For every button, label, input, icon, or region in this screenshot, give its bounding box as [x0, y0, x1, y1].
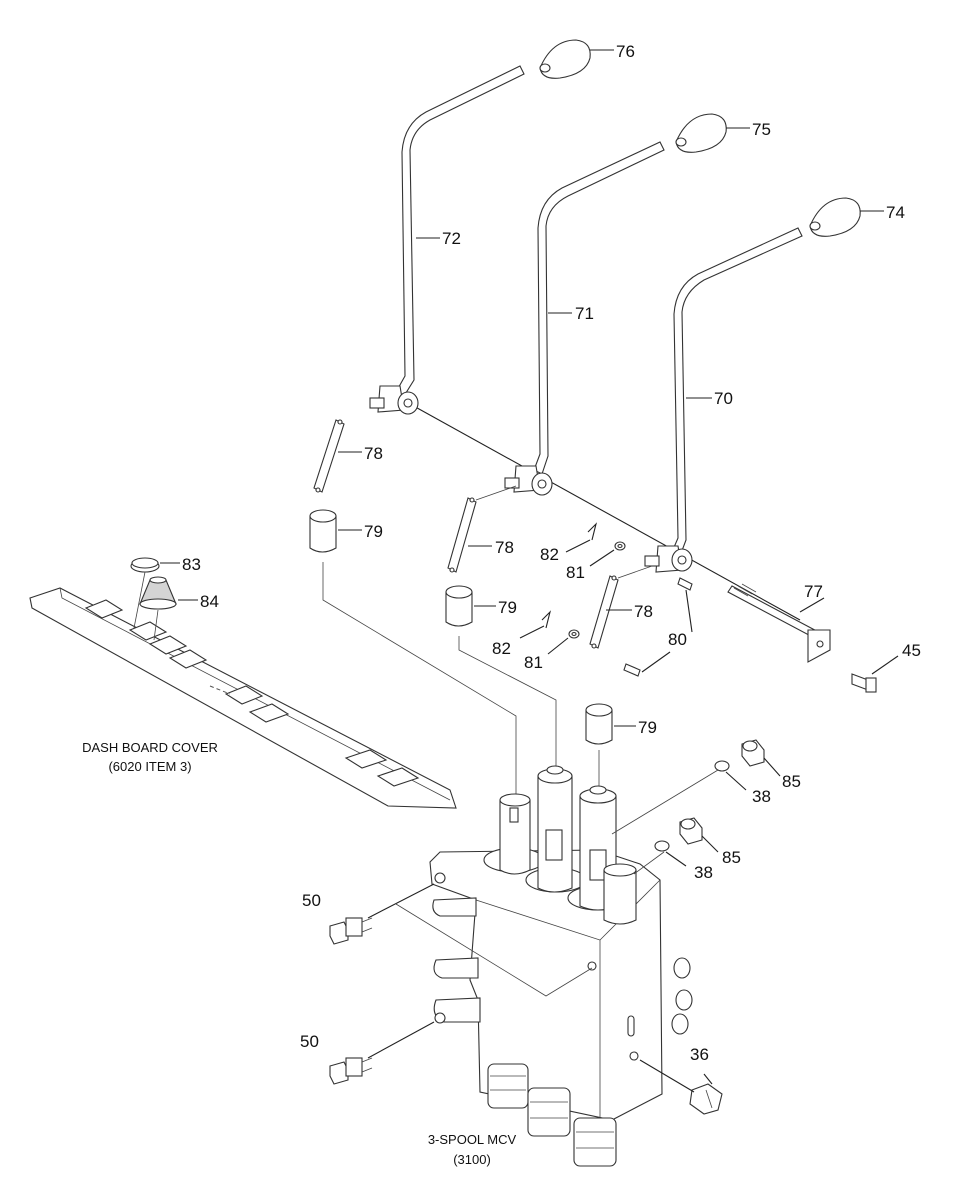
dashboard-caption-ref: (6020 ITEM 3) [108, 759, 191, 774]
callout-70: 70 [714, 389, 733, 408]
o-ring-38-a [714, 760, 747, 791]
callout-81-a: 81 [566, 563, 585, 582]
link-78-a [313, 419, 362, 493]
callout-38-b: 38 [694, 863, 713, 882]
callout-79-a: 79 [364, 522, 383, 541]
washer-81-b [547, 629, 580, 655]
spacer-79-b [445, 585, 557, 770]
o-ring-38-b [654, 840, 687, 867]
lever-hub-3 [644, 545, 693, 573]
bolt-50-b [329, 1021, 435, 1085]
plug-85-b [679, 817, 719, 853]
plug-85-a [741, 739, 781, 777]
pin-80 [623, 577, 693, 677]
callout-85-b: 85 [722, 848, 741, 867]
knob-75 [675, 113, 750, 153]
pin-82-a [565, 522, 598, 553]
bolt-50-a [329, 883, 593, 997]
callout-50-a: 50 [302, 891, 321, 910]
knob-76 [539, 39, 614, 79]
callout-71: 71 [575, 304, 594, 323]
callout-50-b: 50 [300, 1032, 319, 1051]
link-78-c [589, 565, 653, 649]
callout-38-a: 38 [752, 787, 771, 806]
link-78-b [447, 485, 517, 573]
mcv-valve-body [429, 849, 693, 1167]
callout-72: 72 [442, 229, 461, 248]
mcv-guide-line [611, 769, 719, 835]
pivot-axis-line [409, 403, 801, 621]
grommet-84 [139, 576, 198, 641]
callout-81-b: 81 [524, 653, 543, 672]
callout-82-b: 82 [492, 639, 511, 658]
callout-45: 45 [902, 641, 921, 660]
callout-78-b: 78 [495, 538, 514, 557]
dashboard-cover [29, 587, 457, 809]
shaft-77 [727, 583, 831, 663]
spacer-79-c [585, 703, 636, 792]
callout-75: 75 [752, 120, 771, 139]
bolt-45 [851, 655, 899, 693]
lever-hub-1 [369, 385, 419, 415]
callout-78-a: 78 [364, 444, 383, 463]
spacer-79-a [309, 509, 517, 800]
callout-36: 36 [690, 1045, 709, 1064]
mcv-guide-line-2 [633, 851, 665, 875]
knob-74 [809, 197, 884, 237]
callout-80: 80 [668, 630, 687, 649]
callout-82-a: 82 [540, 545, 559, 564]
dashboard-caption-title: DASH BOARD COVER [82, 740, 218, 755]
fitting-36 [639, 1059, 723, 1115]
callout-85-a: 85 [782, 772, 801, 791]
callout-77: 77 [804, 582, 823, 601]
lever-hub-2 [504, 465, 553, 496]
lever-71 [533, 141, 665, 475]
callout-79-c: 79 [638, 718, 657, 737]
mcv-bottom-fittings [487, 1063, 617, 1167]
callout-79-b: 79 [498, 598, 517, 617]
callout-76: 76 [616, 42, 635, 61]
callout-74: 74 [886, 203, 905, 222]
pin-82-b [519, 610, 552, 639]
plug-83 [130, 557, 180, 629]
mcv-spools [483, 765, 637, 925]
washer-81-a [589, 541, 626, 567]
callout-78-c: 78 [634, 602, 653, 621]
mcv-caption-title: 3-SPOOL MCV [428, 1132, 517, 1147]
mcv-caption-ref: (3100) [453, 1152, 491, 1167]
callout-83: 83 [182, 555, 201, 574]
lever-70 [671, 227, 803, 557]
callout-84: 84 [200, 592, 219, 611]
